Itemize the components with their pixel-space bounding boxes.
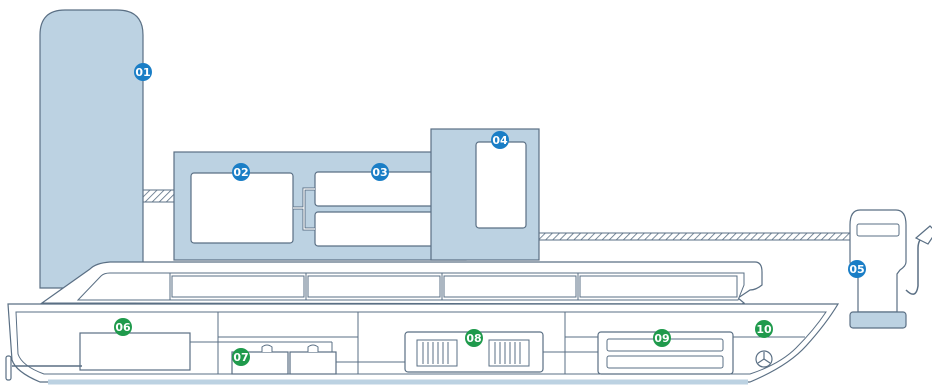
charging-screen	[856, 223, 900, 237]
cabin-window-1	[171, 275, 305, 298]
marker-06: 06	[114, 318, 132, 336]
propeller-blades	[757, 352, 771, 364]
marker-badge	[755, 320, 773, 338]
hull-inner-line	[15, 311, 827, 375]
marker-label: 07	[233, 351, 248, 364]
marker-badge	[232, 163, 250, 181]
control-panel-bottom	[606, 355, 724, 369]
marker-label: 02	[233, 166, 248, 179]
marker-label: 03	[372, 166, 387, 179]
module-connector-inner	[293, 188, 315, 230]
marker-badge	[848, 260, 866, 278]
module-box-left	[190, 172, 294, 244]
marker-label: 05	[849, 263, 864, 276]
tall-tank	[39, 9, 144, 289]
cabin-window-4	[579, 275, 738, 298]
fuel-cell-valve-2	[307, 344, 319, 352]
marker-label: 06	[115, 321, 131, 334]
side-unit-window	[475, 141, 527, 229]
marker-layer: 01 02 03 04 05 06 07 08 09 10	[114, 63, 866, 366]
fuel-cell-valve-1	[261, 344, 273, 352]
cabin-window-2	[307, 275, 441, 298]
marker-10: 10	[755, 320, 773, 338]
connector-tank-to-module	[140, 189, 176, 203]
fuel-cell-2	[289, 351, 337, 375]
marker-05: 05	[848, 260, 866, 278]
marker-badge	[371, 163, 389, 181]
marker-badge	[653, 329, 671, 347]
marker-04: 04	[491, 131, 509, 149]
charging-nozzle	[914, 225, 932, 245]
motor-grille-right	[488, 339, 530, 367]
marker-badge	[465, 329, 483, 347]
motor-grille-right-lines	[494, 342, 521, 364]
marker-07: 07	[232, 348, 250, 366]
marker-09: 09	[653, 329, 671, 347]
module-box-right-bottom	[314, 211, 448, 247]
marker-badge	[232, 348, 250, 366]
marker-badge	[134, 63, 152, 81]
motor-grille-left-lines	[422, 342, 449, 364]
marker-03: 03	[371, 163, 389, 181]
cabin-window-3	[443, 275, 577, 298]
marker-label: 01	[135, 66, 150, 79]
battery-box	[79, 332, 191, 371]
marker-01: 01	[134, 63, 152, 81]
marker-label: 04	[492, 134, 508, 147]
marker-label: 08	[466, 332, 481, 345]
motor-grille-left	[416, 339, 458, 367]
rudder	[5, 355, 12, 381]
marker-label: 10	[756, 323, 772, 336]
marker-badge	[114, 318, 132, 336]
marker-08: 08	[465, 329, 483, 347]
marker-02: 02	[232, 163, 250, 181]
marker-badge	[491, 131, 509, 149]
charging-base	[849, 311, 907, 329]
marker-label: 09	[654, 332, 669, 345]
